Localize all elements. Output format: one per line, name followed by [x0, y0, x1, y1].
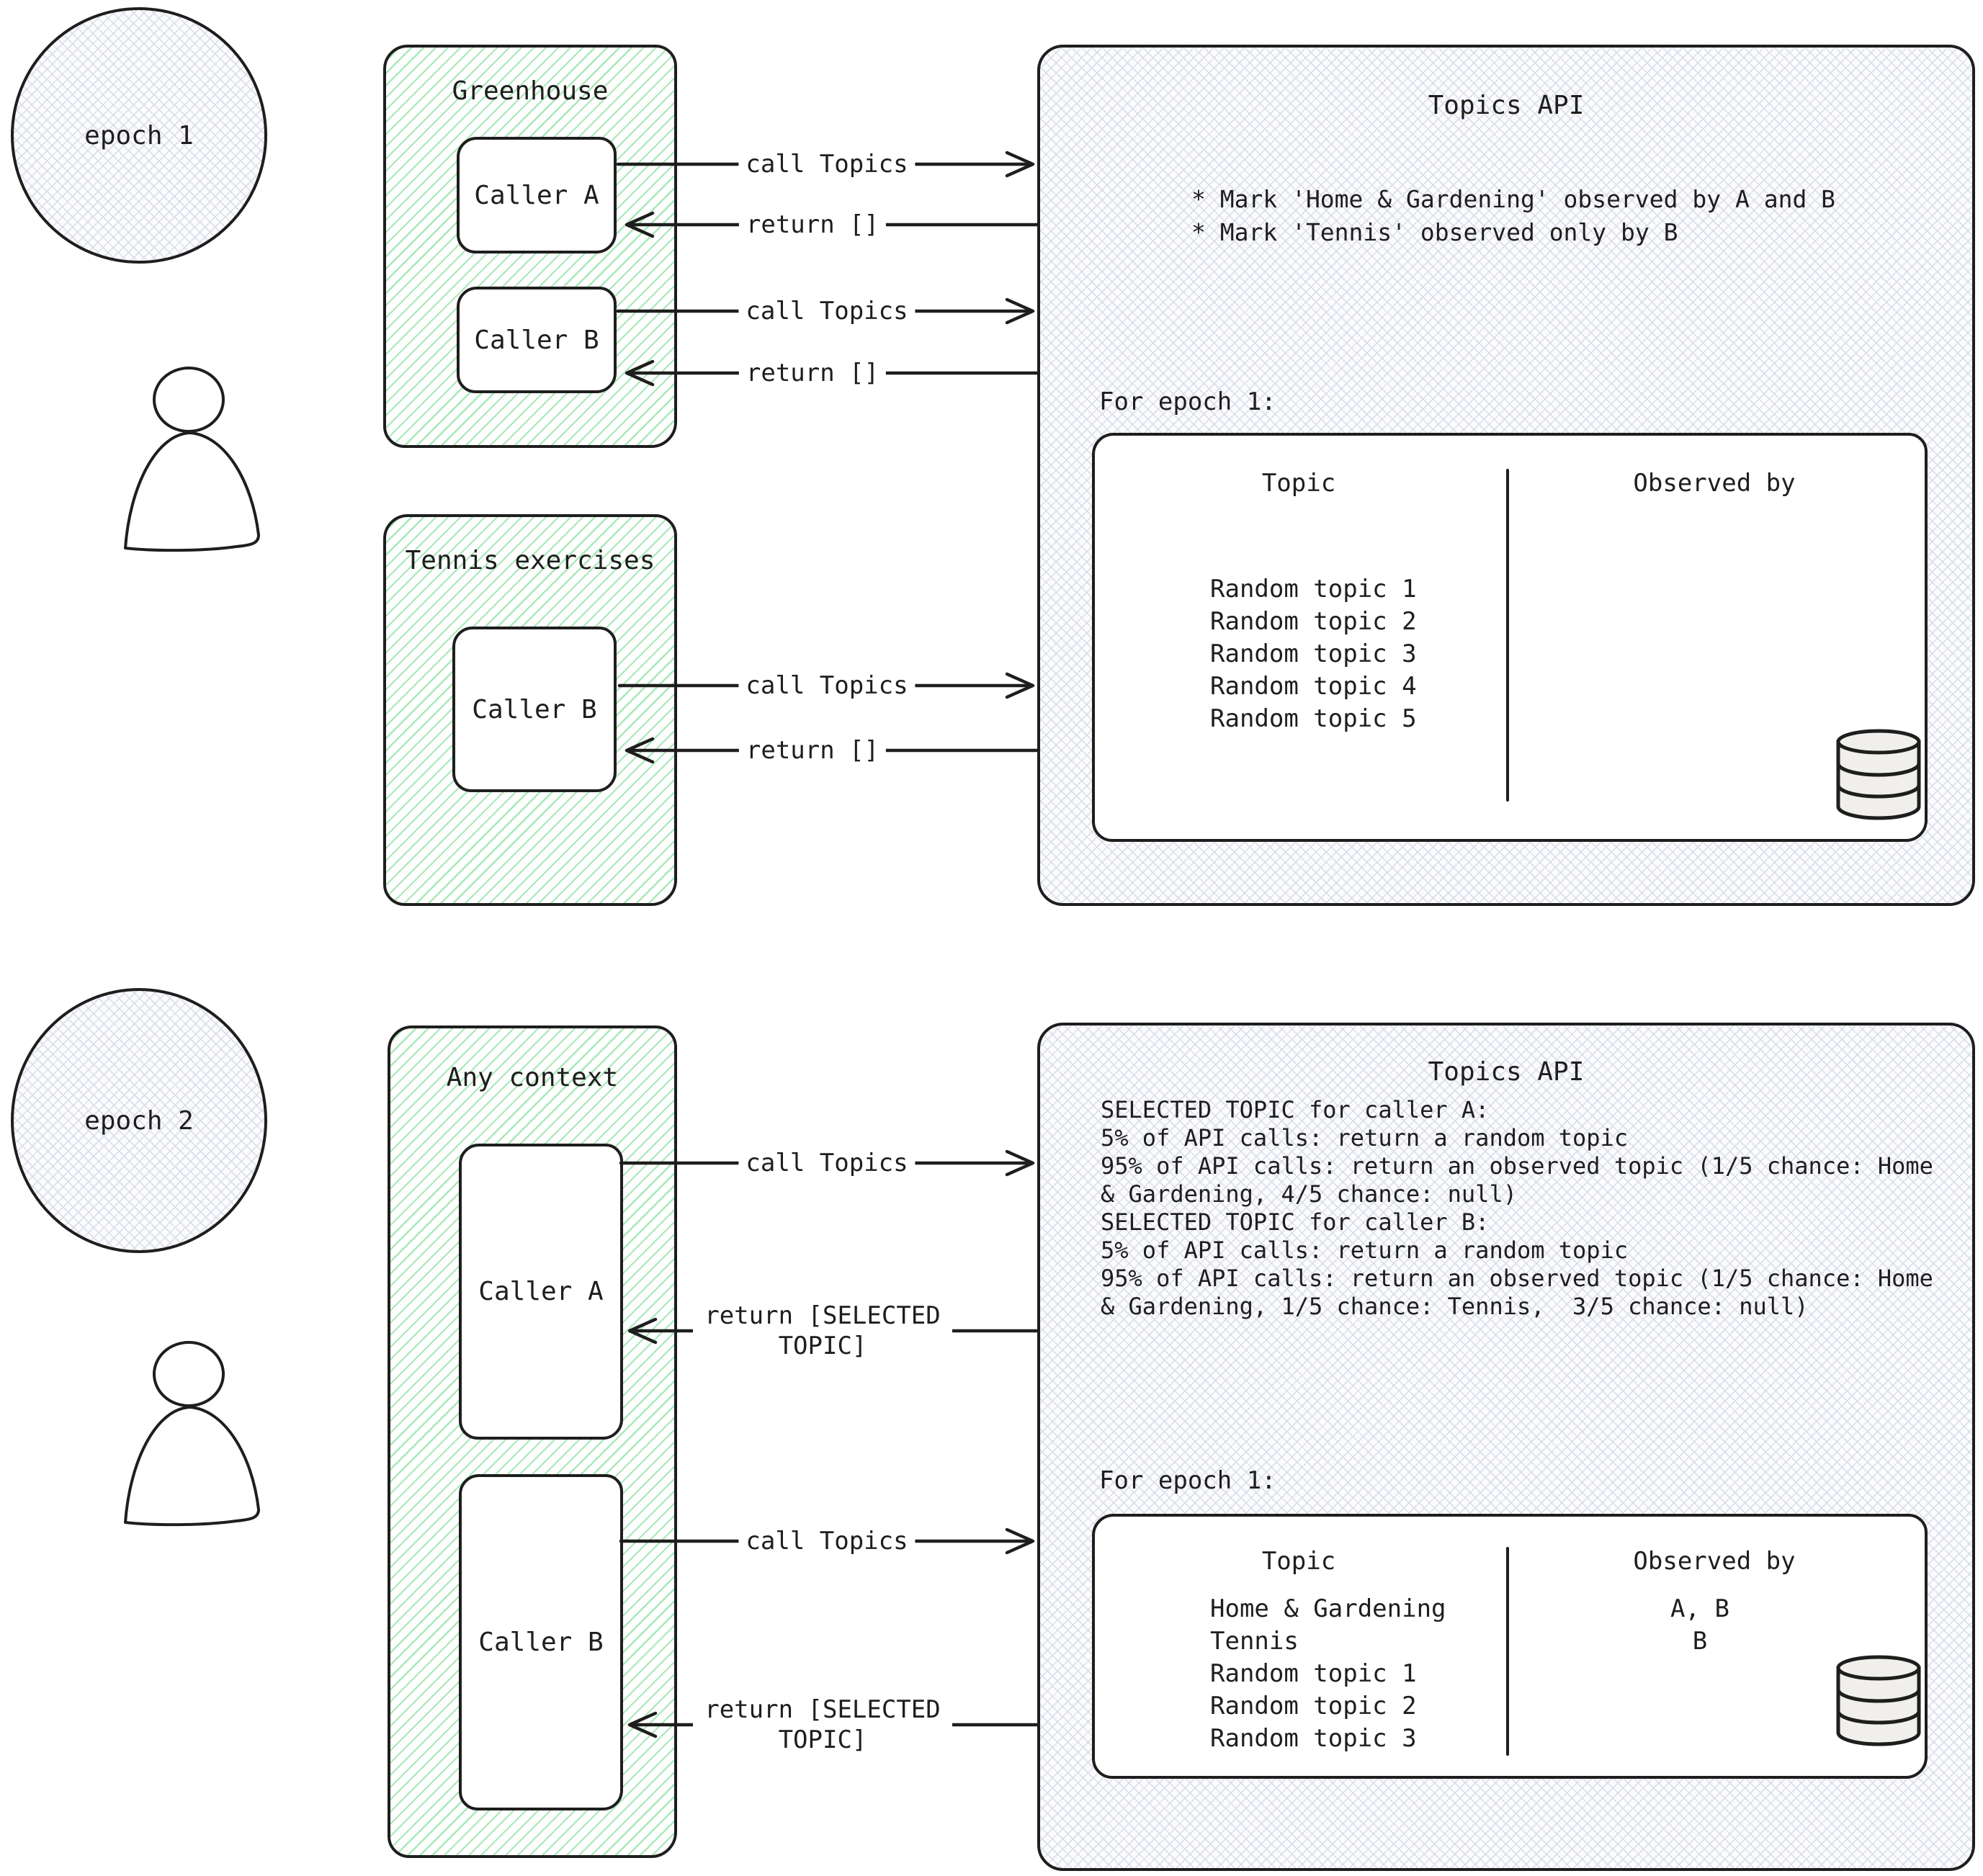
rule-line: 95% of API calls: return an observed top… — [1101, 1265, 1933, 1292]
call-topics-label: call Topics — [738, 1526, 916, 1556]
observed-cell — [1513, 1658, 1887, 1690]
table-row: Random topic 2 — [1210, 1692, 1417, 1720]
column-header-observed: Observed by — [1633, 469, 1796, 498]
note-line: * Mark 'Tennis' observed only by B — [1191, 218, 1678, 246]
return-label: return [] — [738, 735, 887, 766]
caller-a-label: Caller A — [478, 1277, 604, 1306]
table-row: Random topic 4 — [1210, 672, 1417, 701]
any-context-title: Any context — [446, 1063, 619, 1092]
epoch-heading: For epoch 1: — [1099, 387, 1276, 416]
column-header-topic: Topic — [1261, 469, 1336, 498]
epoch2-label: epoch 2 — [84, 1105, 194, 1136]
any-context-box: Any context Caller A Caller B — [388, 1025, 677, 1858]
epoch1-circle: epoch 1 — [11, 7, 267, 264]
caller-b-box: Caller B — [457, 287, 617, 393]
caller-a-label: Caller A — [474, 180, 599, 210]
topic-rows: Random topic 1 Random topic 2 Random top… — [1210, 573, 1417, 735]
table-row: Tennis — [1210, 1627, 1299, 1656]
table-row: Random topic 1 — [1210, 1659, 1417, 1688]
topics-table-epoch1: Topic Observed by Random topic 1 Random … — [1092, 433, 1928, 842]
observed-cell — [1513, 1723, 1887, 1755]
person-icon — [124, 367, 260, 552]
topics-api-box-epoch2: Topics API SELECTED TOPIC for caller A: … — [1037, 1023, 1975, 1871]
table-row: Random topic 2 — [1210, 607, 1417, 636]
person-icon — [124, 1341, 260, 1527]
api-notes: * Mark 'Home & Gardening' observed by A … — [1191, 183, 1835, 249]
epoch1-label: epoch 1 — [84, 120, 194, 151]
table-divider — [1506, 469, 1509, 802]
table-row: Random topic 3 — [1210, 639, 1417, 668]
epoch-heading: For epoch 1: — [1099, 1466, 1276, 1495]
caller-b-label: Caller B — [478, 1628, 604, 1657]
caller-b-tennis-label: Caller B — [472, 694, 597, 724]
table-row: Random topic 3 — [1210, 1724, 1417, 1753]
table-divider — [1506, 1547, 1509, 1756]
observed-cell: B — [1692, 1627, 1708, 1656]
rule-line: 5% of API calls: return a random topic — [1101, 1124, 1629, 1152]
table-row: Home & Gardening — [1210, 1594, 1446, 1623]
return-selected-topic-label: return [SELECTED TOPIC] — [693, 1695, 952, 1755]
rule-line: & Gardening, 4/5 chance: null) — [1101, 1180, 1517, 1208]
topics-table-epoch2: Topic Observed by Home & Gardening Tenni… — [1092, 1514, 1928, 1779]
call-topics-label: call Topics — [738, 670, 916, 701]
observed-cell: A, B — [1670, 1594, 1729, 1623]
caller-b-tennis-box: Caller B — [452, 627, 617, 792]
greenhouse-title: Greenhouse — [452, 76, 609, 106]
rule-line: 95% of API calls: return an observed top… — [1101, 1152, 1933, 1180]
rule-line: SELECTED TOPIC for caller A: — [1101, 1096, 1490, 1123]
call-topics-label: call Topics — [738, 1148, 916, 1178]
table-row: Random topic 5 — [1210, 704, 1417, 733]
return-selected-topic-label: return [SELECTED TOPIC] — [693, 1301, 952, 1361]
call-topics-label: call Topics — [738, 296, 916, 326]
tennis-context-box: Tennis exercises Caller B — [383, 514, 677, 906]
tennis-title: Tennis exercises — [405, 546, 655, 575]
return-label: return [] — [738, 358, 887, 388]
caller-a-box: Caller A — [457, 137, 617, 253]
topics-api-title: Topics API — [1428, 1057, 1585, 1087]
rule-line: & Gardening, 1/5 chance: Tennis, 3/5 cha… — [1101, 1293, 1809, 1320]
column-header-observed: Observed by — [1633, 1547, 1796, 1576]
call-topics-label: call Topics — [738, 149, 916, 179]
caller-b-label: Caller B — [474, 325, 599, 355]
column-header-topic: Topic — [1261, 1547, 1336, 1576]
observed-cell — [1513, 1690, 1887, 1723]
caller-a-box-epoch2: Caller A — [459, 1144, 623, 1440]
topics-api-box-epoch1: Topics API * Mark 'Home & Gardening' obs… — [1037, 45, 1975, 906]
caller-b-box-epoch2: Caller B — [459, 1474, 623, 1810]
selection-rules: SELECTED TOPIC for caller A: 5% of API c… — [1101, 1096, 1933, 1321]
rule-line: SELECTED TOPIC for caller B: — [1101, 1208, 1490, 1236]
topic-rows: Home & Gardening Tennis Random topic 1 R… — [1210, 1593, 1446, 1755]
rule-line: 5% of API calls: return a random topic — [1101, 1237, 1629, 1264]
table-row: Random topic 1 — [1210, 575, 1417, 603]
epoch2-circle: epoch 2 — [11, 988, 267, 1253]
greenhouse-context-box: Greenhouse Caller A Caller B — [383, 45, 677, 448]
database-icon — [1836, 729, 1921, 820]
observed-rows: A, B B — [1513, 1593, 1887, 1755]
return-label: return [] — [738, 210, 887, 240]
note-line: * Mark 'Home & Gardening' observed by A … — [1191, 185, 1836, 213]
topics-api-title: Topics API — [1428, 91, 1585, 120]
